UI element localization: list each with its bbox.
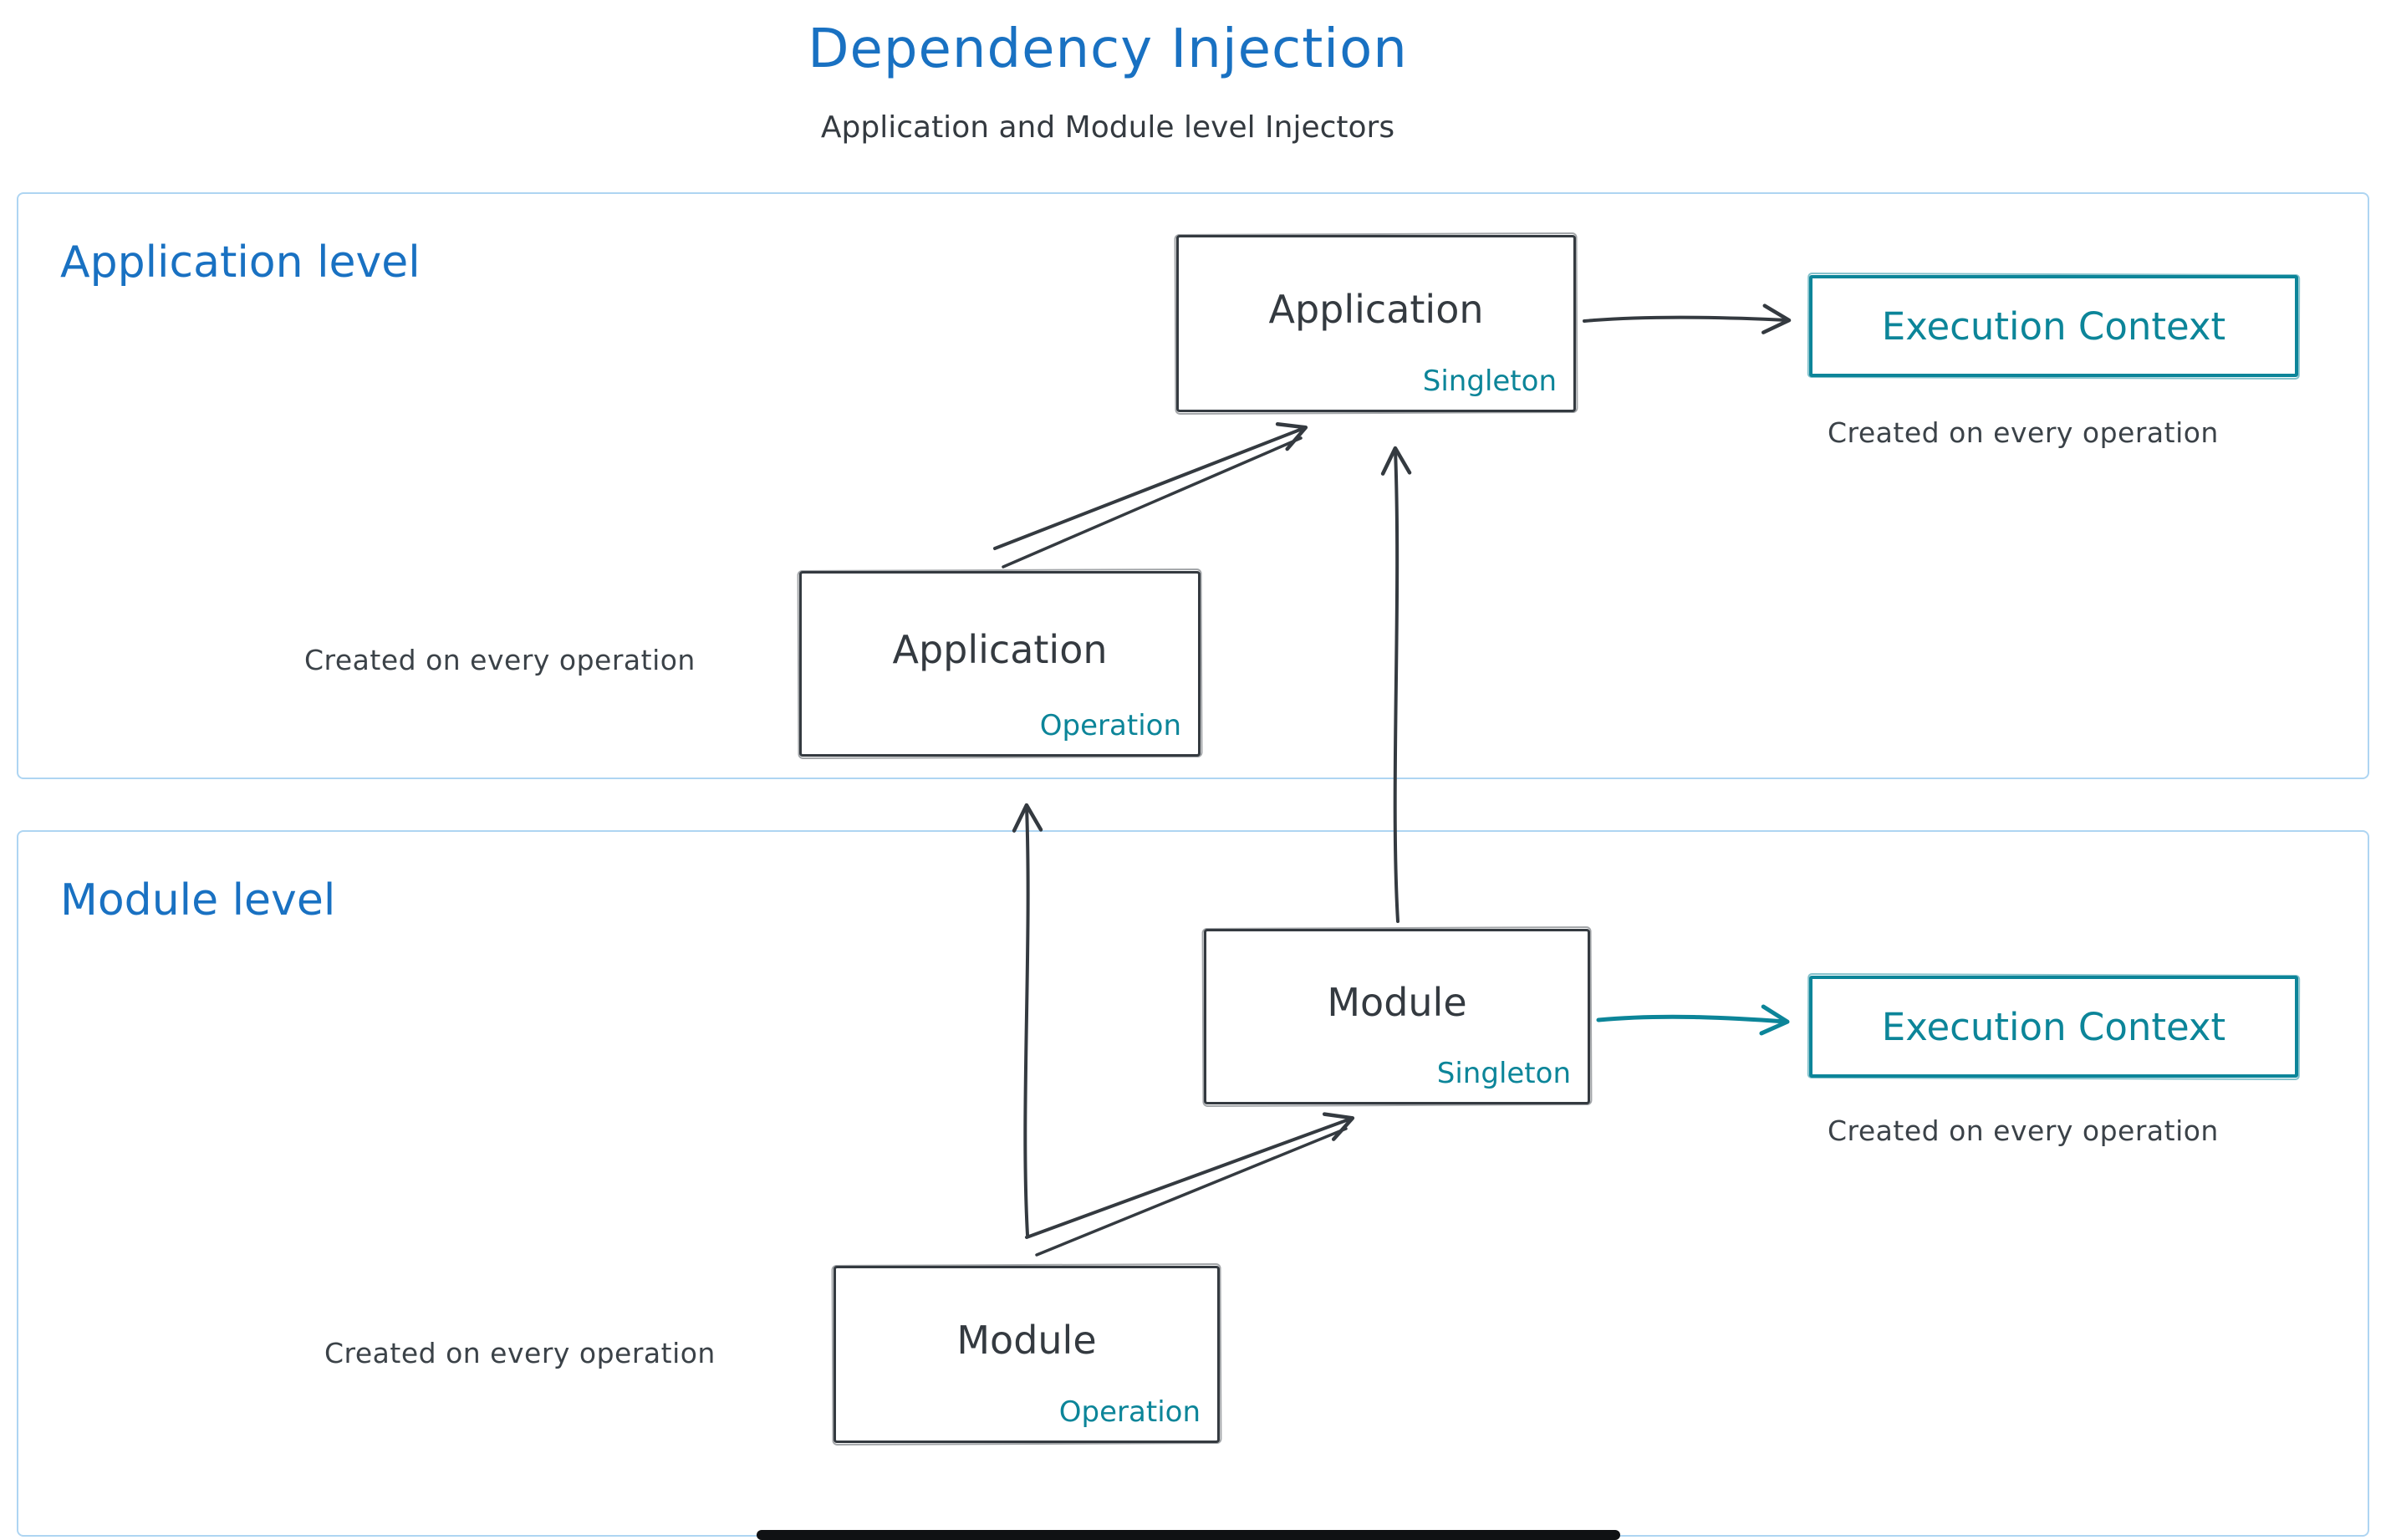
module-level-label: Module level	[60, 875, 336, 926]
bottom-edge-bar	[757, 1530, 1620, 1540]
application-level-region: Application level	[17, 192, 2369, 779]
module-execution-context-box: Execution Context	[1809, 976, 2298, 1078]
module-operation-caption: Created on every operation	[324, 1337, 716, 1369]
application-operation-tag: Operation	[1039, 709, 1181, 742]
application-execution-context-box: Execution Context	[1809, 275, 2298, 377]
application-singleton-tag: Singleton	[1422, 365, 1557, 398]
application-context-caption: Created on every operation	[1828, 416, 2219, 449]
diagram-subtitle: Application and Module level Injectors	[820, 110, 1395, 145]
application-level-label: Application level	[60, 237, 421, 288]
module-singleton-title: Module	[1327, 980, 1467, 1025]
module-singleton-box: Module Singleton	[1204, 929, 1590, 1104]
module-execution-context-label: Execution Context	[1881, 1004, 2226, 1049]
module-operation-title: Module	[956, 1318, 1097, 1363]
application-singleton-title: Application	[1268, 287, 1484, 332]
application-operation-box: Application Operation	[799, 571, 1201, 757]
application-singleton-box: Application Singleton	[1176, 235, 1576, 412]
application-operation-title: Application	[892, 627, 1108, 672]
diagram-title: Dependency Injection	[808, 18, 1408, 80]
module-operation-tag: Operation	[1058, 1395, 1201, 1429]
module-context-caption: Created on every operation	[1828, 1114, 2219, 1147]
module-singleton-tag: Singleton	[1436, 1057, 1571, 1090]
application-operation-caption: Created on every operation	[304, 644, 696, 676]
application-execution-context-label: Execution Context	[1881, 303, 2226, 349]
module-operation-box: Module Operation	[834, 1266, 1220, 1443]
